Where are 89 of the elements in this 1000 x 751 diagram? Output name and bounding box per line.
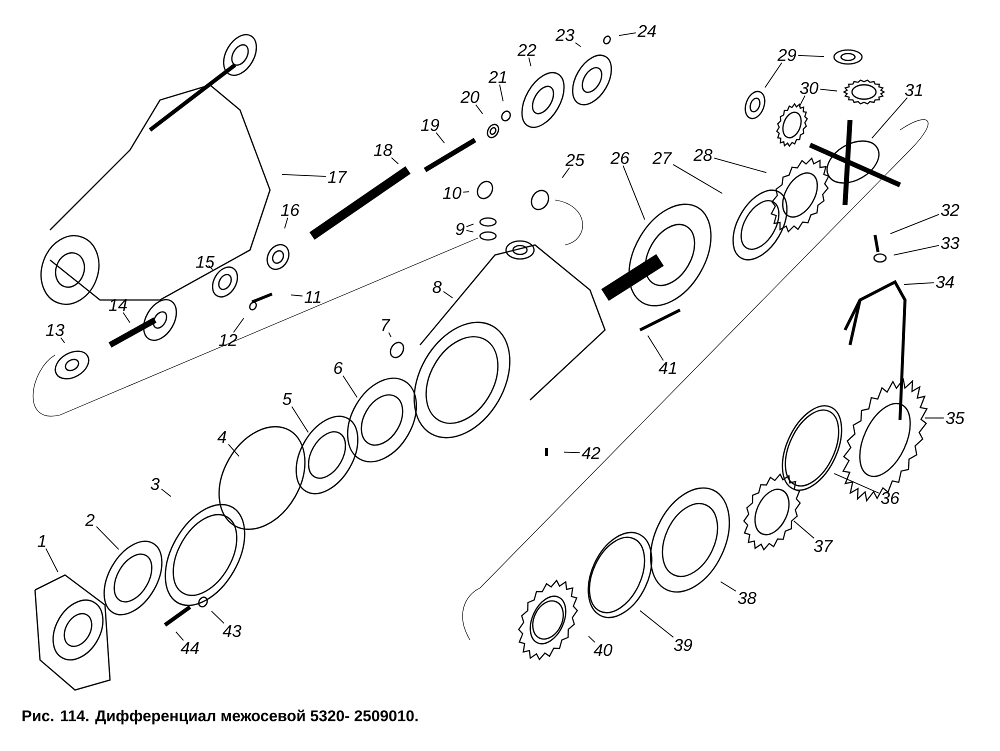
leader-line [442, 291, 454, 298]
leader-line [282, 174, 326, 177]
callout-number: 29 [777, 48, 796, 62]
leader-line [466, 230, 474, 232]
leader-line [233, 318, 244, 333]
leader-line [764, 62, 782, 88]
leader-line [720, 581, 736, 592]
leader-line [798, 55, 824, 58]
callout-number: 25 [565, 154, 584, 166]
leader-line [564, 452, 580, 454]
callout-number: 43 [222, 624, 242, 638]
leader-line [175, 631, 184, 641]
callout-number: 44 [180, 642, 199, 654]
leader-line [893, 244, 940, 256]
leader-line [466, 224, 474, 228]
callout-number: 8 [432, 280, 442, 294]
callout-number: 16 [281, 204, 300, 216]
leader-line [290, 294, 303, 296]
leader-line [871, 97, 908, 139]
leader-line [391, 157, 399, 164]
callout-number: 21 [488, 71, 506, 83]
callout-number: 11 [304, 291, 320, 303]
callout-number: 12 [219, 334, 238, 346]
callout-number: 31 [904, 84, 922, 96]
leader-line [462, 191, 470, 193]
callout-number: 10 [443, 186, 462, 200]
callout-number: 22 [517, 44, 536, 56]
callout-number: 41 [658, 362, 676, 374]
leader-line [574, 42, 582, 48]
leader-line [622, 165, 646, 220]
callout-number: 26 [610, 152, 630, 164]
figure-caption: Рис. 114. Дифференциал межосевой 5320- 2509010. [22, 710, 418, 724]
callout-number: 42 [582, 447, 600, 459]
leader-line [284, 217, 288, 229]
callout-number: 4 [217, 431, 226, 443]
leader-line [499, 84, 504, 102]
leader-line [820, 88, 838, 92]
leader-line [588, 636, 596, 643]
callout-number: 39 [674, 638, 692, 652]
leader-line [618, 32, 636, 36]
callout-number: 15 [196, 256, 214, 268]
callout-number: 7 [382, 319, 390, 331]
leader-line [640, 610, 674, 638]
callout-number: 23 [555, 28, 574, 42]
leader-line [342, 375, 358, 398]
leader-line [211, 610, 224, 624]
leader-line [436, 132, 445, 144]
leader-line [475, 104, 484, 114]
leader-line [60, 337, 66, 344]
leader-line [793, 520, 814, 539]
callout-number: 2 [85, 514, 94, 526]
leader-line [228, 444, 240, 457]
callout-number: 20 [460, 90, 480, 104]
leader-line [528, 57, 532, 67]
callout-number: 13 [46, 324, 64, 336]
leader-line [647, 335, 664, 361]
callout-number: 35 [946, 412, 964, 424]
callout-number: 36 [880, 492, 900, 504]
leader-line [45, 548, 58, 572]
leader-line [122, 312, 130, 324]
leader-line [890, 214, 940, 234]
callout-number: 28 [693, 148, 712, 162]
leader-line [208, 265, 214, 270]
callout-number: 5 [282, 393, 292, 405]
callout-number: 27 [652, 152, 672, 164]
callout-number: 33 [940, 236, 960, 250]
callout-number: 17 [328, 171, 347, 183]
callout-number: 32 [940, 204, 960, 216]
callout-number: 24 [637, 25, 656, 37]
leader-line [291, 406, 309, 433]
leader-line [161, 488, 172, 497]
callout-number: 34 [936, 276, 954, 288]
leader-line [96, 526, 120, 550]
leader-line [798, 95, 806, 108]
callout-number: 19 [421, 118, 440, 132]
leader-line [388, 332, 392, 338]
callout-number: 30 [800, 82, 818, 94]
callout-number: 40 [594, 644, 612, 656]
callout-number: 1 [38, 535, 46, 547]
leader-line [672, 164, 723, 194]
callout-number: 18 [374, 144, 392, 156]
callout-number: 3 [150, 478, 160, 490]
leader-line [562, 167, 570, 178]
leader-line [904, 282, 934, 285]
leader-line [714, 158, 767, 174]
callout-number: 38 [738, 592, 756, 604]
callout-number: 6 [334, 362, 343, 374]
callout-number: 9 [456, 222, 464, 236]
callout-number: 37 [814, 540, 833, 552]
